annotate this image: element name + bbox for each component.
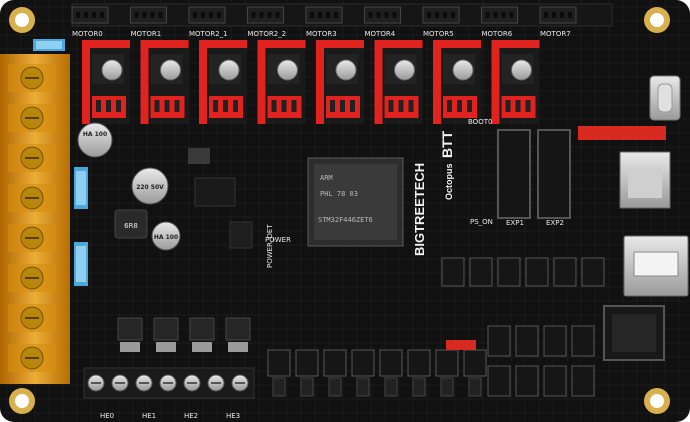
- endstop-connector-2: [323, 349, 347, 377]
- svg-text:BOOT0: BOOT0: [468, 118, 492, 126]
- power-terminal-block: [0, 54, 70, 384]
- endstop-connector-5: [407, 349, 431, 377]
- svg-text:EXP2: EXP2: [546, 219, 564, 227]
- mosfet-1: [153, 317, 179, 341]
- aux-connector: [543, 365, 567, 397]
- endstop-connector-4: [379, 349, 403, 377]
- endstop-connector-1: [295, 349, 319, 377]
- svg-text:POWER_DET: POWER_DET: [266, 224, 274, 268]
- mounting-hole-icon: [9, 7, 670, 414]
- mosfet-2: [189, 317, 215, 341]
- heater-label-2: HE2: [184, 412, 198, 420]
- heater-label-1: HE1: [142, 412, 156, 420]
- endstop-connector-7: [463, 349, 487, 377]
- motor-label-1: MOTOR1: [131, 30, 162, 38]
- endstop-connector-6: [435, 349, 459, 377]
- fan-connector-0: [441, 257, 465, 287]
- mosfet-3: [225, 317, 251, 341]
- motor-label-5: MOTOR4: [365, 30, 396, 38]
- svg-text:PHL 78 03: PHL 78 03: [320, 190, 358, 198]
- motor-label-8: MOTOR7: [540, 30, 571, 38]
- svg-text:Octopus: Octopus: [444, 163, 454, 200]
- aux-connector: [515, 325, 539, 357]
- motor-label-0: MOTOR0: [72, 30, 103, 38]
- heater-terminal-block: [83, 367, 255, 399]
- motor-connector-3: [247, 6, 284, 24]
- svg-text:HA 100: HA 100: [83, 131, 107, 138]
- capacitor-left-mid: 220 50V: [131, 167, 169, 205]
- motor-connector-2: [188, 6, 226, 24]
- endstop-connector-3: [351, 349, 375, 377]
- svg-text:220 50V: 220 50V: [136, 184, 164, 191]
- motor-label-6: MOTOR5: [423, 30, 454, 38]
- endstop-connector-0: [267, 349, 291, 377]
- motor-connector-1: [130, 6, 167, 24]
- motor-label-3: MOTOR2_2: [248, 30, 287, 38]
- svg-text:ARM: ARM: [320, 174, 333, 182]
- svg-text:EXP1: EXP1: [506, 219, 524, 227]
- svg-text:POWER: POWER: [265, 236, 291, 244]
- motor-label-2: MOTOR2_1: [189, 30, 228, 38]
- motor-label-4: MOTOR3: [306, 30, 337, 38]
- heater-label-0: HE0: [100, 412, 114, 420]
- motor-connector-7: [481, 6, 518, 24]
- fan-connector-4: [553, 257, 577, 287]
- motor-label-7: MOTOR6: [482, 30, 513, 38]
- exp-headers: EXP1 EXP2 BOOT0 PS_ON: [468, 118, 571, 227]
- usb-c-port-icon: [649, 75, 681, 121]
- aux-connector: [543, 325, 567, 357]
- svg-text:BIGTREETECH: BIGTREETECH: [412, 163, 427, 256]
- capacitor-left-low: HA 100: [151, 221, 181, 251]
- fan-connector-1: [469, 257, 493, 287]
- inductor: 6R8: [114, 209, 148, 239]
- svg-text:PS_ON: PS_ON: [470, 218, 493, 226]
- motor-connector-5: [364, 6, 401, 24]
- aux-connector: [571, 325, 595, 357]
- svg-text:STM32F446ZET6: STM32F446ZET6: [318, 216, 373, 224]
- motor-connector-8: [539, 6, 577, 24]
- heater-label-3: HE3: [226, 412, 240, 420]
- motor-connector-0: [71, 6, 109, 24]
- microsd-slot-icon: [619, 151, 671, 209]
- fuse-icon: [33, 39, 88, 286]
- svg-text:HA 100: HA 100: [154, 234, 178, 241]
- usb-a-port-icon: [623, 235, 689, 297]
- motor-connector-4: [305, 6, 343, 24]
- fan-connector-2: [497, 257, 521, 287]
- svg-text:BTT: BTT: [439, 130, 455, 158]
- fan-connector-3: [525, 257, 549, 287]
- fan-connector-5: [581, 257, 605, 287]
- mcu-chip: ARM PHL 78 03 STM32F446ZET6: [307, 157, 404, 247]
- motor-connector-6: [422, 6, 460, 24]
- svg-text:6R8: 6R8: [124, 222, 138, 230]
- aux-connector: [487, 365, 511, 397]
- capacitor-left-top: HA 100: [77, 122, 113, 158]
- aux-connector: [487, 325, 511, 357]
- aux-connector: [571, 365, 595, 397]
- mosfet-0: [117, 317, 143, 341]
- aux-connector: [515, 365, 539, 397]
